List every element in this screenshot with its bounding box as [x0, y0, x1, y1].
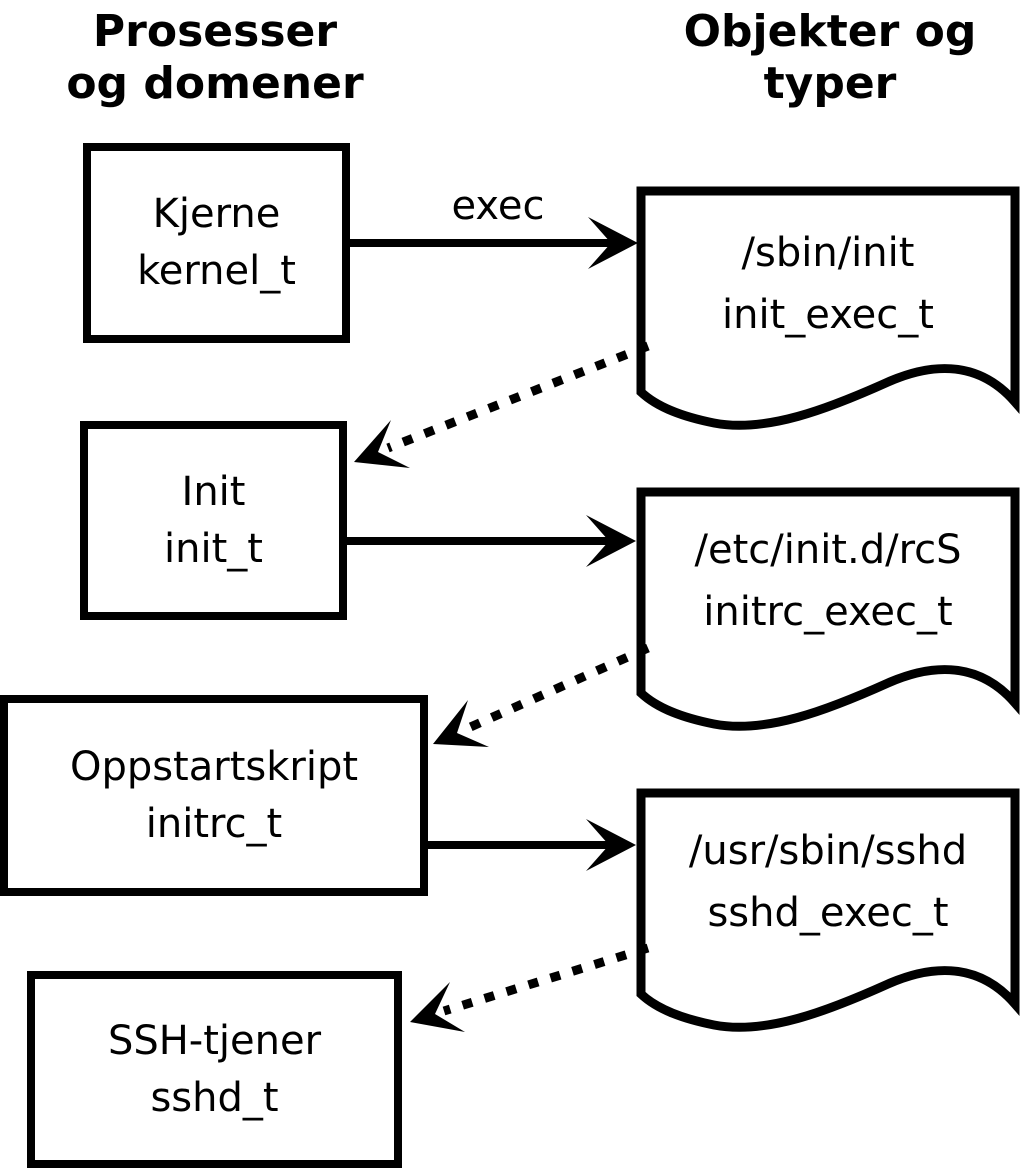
exec-arrow-label: exec [451, 183, 545, 229]
object-label-sshd-exec: /usr/sbin/sshd sshd_exec_t [636, 820, 1020, 944]
object-path: /sbin/init [741, 230, 915, 276]
process-name: Oppstartskript [69, 743, 359, 790]
process-name: Kjerne [152, 191, 281, 237]
object-type: sshd_exec_t [707, 890, 949, 936]
process-name: Init [181, 468, 246, 515]
object-path: /etc/init.d/rcS [694, 527, 962, 573]
column-header-processes-line2: og domener [66, 58, 364, 109]
document-shape-initrc-exec [636, 487, 1020, 731]
transition-arrow-init-exec-to-init [354, 341, 650, 468]
column-header-objects-line2: typer [763, 58, 897, 109]
column-header-processes: Prosesser og domener [35, 6, 395, 110]
process-box-kernel: Kjerne kernel_t [83, 143, 350, 343]
object-label-initrc-exec: /etc/init.d/rcS initrc_exec_t [636, 519, 1020, 643]
transition-arrow-initrc-exec-to-initrc [433, 643, 650, 747]
column-header-processes-line1: Prosesser [92, 6, 338, 57]
process-type: sshd_t [150, 1074, 279, 1121]
process-box-initrc: Oppstartskript initrc_t [0, 695, 428, 896]
process-type: initrc_t [145, 800, 283, 847]
document-shape-sshd-exec [636, 788, 1020, 1032]
process-type: init_t [164, 525, 263, 572]
exec-arrow-init-to-initrc-exec [347, 515, 636, 567]
object-type: init_exec_t [722, 292, 934, 338]
column-header-objects: Objekter og typer [650, 6, 1010, 110]
transition-arrow-sshd-exec-to-sshd [410, 943, 650, 1032]
document-shape-init-exec [636, 186, 1020, 430]
process-box-init: Init init_t [80, 421, 347, 620]
object-type: initrc_exec_t [703, 589, 953, 635]
process-type: kernel_t [137, 248, 296, 294]
process-name: SSH-tjener [107, 1017, 322, 1064]
column-header-objects-line1: Objekter og [683, 6, 977, 57]
object-path: /usr/sbin/sshd [688, 828, 968, 874]
object-label-init-exec: /sbin/init init_exec_t [636, 222, 1020, 346]
exec-arrow-initrc-to-sshd-exec [428, 819, 636, 871]
process-box-sshd: SSH-tjener sshd_t [27, 971, 402, 1168]
